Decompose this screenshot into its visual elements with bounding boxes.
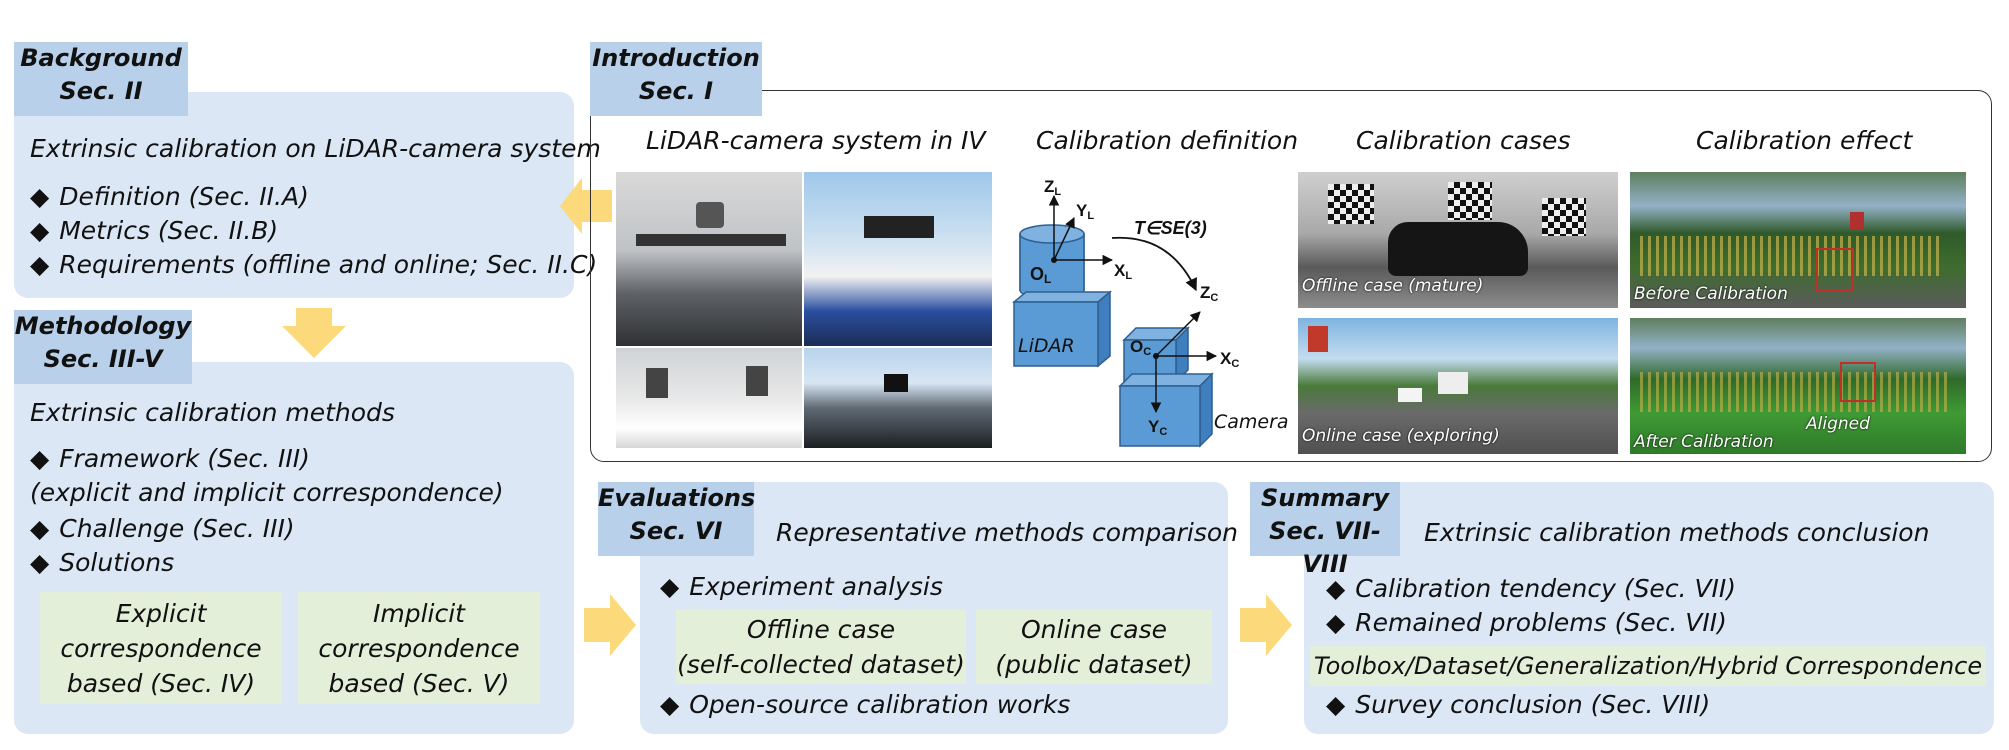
- background-tag: Background Sec. II: [14, 42, 188, 116]
- introduction-frame: [590, 90, 1992, 462]
- diamond-bullet-icon: ◆: [1326, 608, 1346, 637]
- explicit-correspondence-box: Explicit correspondence based (Sec. IV): [40, 592, 282, 704]
- aligned-box: [1840, 362, 1876, 402]
- diamond-bullet-icon: ◆: [30, 250, 50, 279]
- diamond-bullet-icon: ◆: [30, 182, 50, 211]
- summary-item-tendency: ◆Calibration tendency (Sec. VII): [1326, 574, 1737, 603]
- offline-case-box: Offline case (self-collected dataset): [676, 610, 966, 684]
- left-arrow-icon: [560, 178, 612, 234]
- summary-future-directions-strip: Toolbox/Dataset/Generalization/Hybrid Co…: [1310, 646, 1986, 686]
- background-item-definition: ◆Definition (Sec. II.A): [30, 182, 309, 211]
- offline-case-caption: Offline case (mature): [1302, 276, 1484, 296]
- svg-text:YC: YC: [1148, 417, 1167, 438]
- diamond-bullet-icon: ◆: [1326, 690, 1346, 719]
- methodology-item-framework: ◆Framework (Sec. III): [30, 444, 310, 473]
- right-arrow-icon: [1240, 594, 1292, 656]
- diamond-bullet-icon: ◆: [1326, 574, 1346, 603]
- before-calibration-caption: Before Calibration: [1634, 284, 1788, 304]
- methodology-heading: Extrinsic calibration methods: [30, 398, 395, 427]
- lidar-base-box: [1011, 290, 1113, 368]
- summary-tag: Summary Sec. VII-VIII: [1250, 482, 1400, 578]
- diamond-bullet-icon: ◆: [660, 572, 680, 601]
- svg-text:XL: XL: [1114, 261, 1132, 282]
- svg-text:T∈SE(3): T∈SE(3): [1134, 218, 1207, 238]
- svg-text:Camera: Camera: [1214, 411, 1289, 433]
- offline-case-photo: Offline case (mature): [1298, 172, 1618, 308]
- diamond-bullet-icon: ◆: [30, 514, 50, 543]
- summary-panel: [1304, 482, 1994, 734]
- summary-item-conclusion: ◆Survey conclusion (Sec. VIII): [1326, 690, 1711, 719]
- intro-col1-title: LiDAR-camera system in IV: [646, 126, 986, 155]
- intro-col4-title: Calibration effect: [1696, 126, 1913, 155]
- evaluations-item-experiment: ◆Experiment analysis: [660, 572, 943, 601]
- background-item-requirements: ◆Requirements (offline and online; Sec. …: [30, 250, 598, 279]
- diamond-bullet-icon: ◆: [660, 690, 680, 719]
- after-calibration-photo: Aligned After Calibration: [1630, 318, 1966, 454]
- svg-text:YL: YL: [1076, 201, 1094, 222]
- svg-text:LiDAR: LiDAR: [1018, 335, 1075, 357]
- intro-col2-title: Calibration definition: [1036, 126, 1299, 155]
- online-case-box: Online case (public dataset): [976, 610, 1212, 684]
- methodology-item-challenge: ◆Challenge (Sec. III): [30, 514, 295, 543]
- evaluations-heading: Representative methods comparison: [776, 518, 1239, 547]
- diamond-bullet-icon: ◆: [30, 548, 50, 577]
- introduction-tag: Introduction Sec. I: [590, 42, 762, 116]
- methodology-item-framework-sub: (explicit and implicit correspondence): [30, 478, 504, 507]
- evaluations-tag: Evaluations Sec. VI: [598, 482, 755, 556]
- misalignment-box: [1816, 248, 1854, 292]
- background-item-metrics: ◆Metrics (Sec. II.B): [30, 216, 279, 245]
- svg-text:XC: XC: [1220, 349, 1239, 370]
- vehicle-photo-2: [804, 172, 992, 346]
- vehicle-photo-1: [616, 172, 802, 346]
- online-case-photo: Online case (exploring): [1298, 318, 1618, 454]
- methodology-tag: Methodology Sec. III-V: [14, 310, 192, 384]
- summary-heading: Extrinsic calibration methods conclusion: [1424, 518, 1930, 547]
- svg-text:OL: OL: [1030, 264, 1051, 286]
- diamond-bullet-icon: ◆: [30, 216, 50, 245]
- before-calibration-photo: Before Calibration: [1630, 172, 1966, 308]
- diamond-bullet-icon: ◆: [30, 444, 50, 473]
- evaluations-item-open-source: ◆Open-source calibration works: [660, 690, 1071, 719]
- svg-text:ZL: ZL: [1044, 177, 1061, 198]
- camera-body-box: [1118, 372, 1214, 448]
- svg-text:ZC: ZC: [1200, 283, 1218, 304]
- aligned-caption: Aligned: [1806, 414, 1870, 434]
- online-case-caption: Online case (exploring): [1302, 426, 1500, 446]
- background-panel: [14, 92, 574, 298]
- calibration-definition-diagram: ZL YL OL XL T∈SE(3) ZC OC XC YC LiDAR Ca…: [1011, 177, 1289, 448]
- svg-text:OC: OC: [1130, 337, 1151, 358]
- vehicle-photo-3: [616, 348, 802, 448]
- background-heading: Extrinsic calibration on LiDAR-camera sy…: [30, 134, 601, 163]
- summary-item-problems: ◆Remained problems (Sec. VII): [1326, 608, 1727, 637]
- down-arrow-icon: [282, 308, 346, 358]
- lidar-cylinder-icon: [1019, 224, 1085, 300]
- implicit-correspondence-box: Implicit correspondence based (Sec. V): [298, 592, 540, 704]
- after-calibration-caption: After Calibration: [1634, 432, 1774, 452]
- vehicle-photo-4: [804, 348, 992, 448]
- right-arrow-icon: [584, 594, 636, 656]
- methodology-item-solutions: ◆Solutions: [30, 548, 175, 577]
- intro-col3-title: Calibration cases: [1356, 126, 1571, 155]
